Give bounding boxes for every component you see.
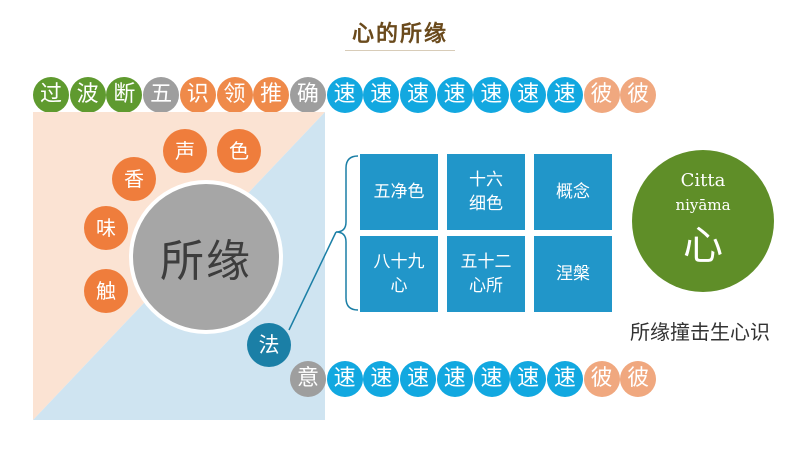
title-underline [345, 50, 455, 51]
process-bead: 识 [179, 77, 216, 113]
process-bead: 推 [253, 77, 290, 113]
process-bead: 速 [363, 361, 400, 397]
process-bead: 速 [473, 361, 510, 397]
process-bead: 速 [436, 361, 473, 397]
process-bead: 领 [216, 77, 253, 113]
sense-smell: 香 [112, 157, 156, 201]
process-bead: 速 [510, 361, 547, 397]
process-bead: 速 [400, 361, 437, 397]
citta-subtitle: niyāma [675, 196, 731, 214]
tile-five-sensitive-matter: 五净色 [360, 154, 438, 230]
process-bead: 速 [546, 361, 583, 397]
process-bead: 确 [289, 77, 326, 113]
tile-sixteen-subtle-matter: 十六 细色 [447, 154, 525, 230]
process-bead: 速 [436, 77, 473, 113]
citta-caption: 所缘撞击生心识 [630, 320, 770, 344]
tile-nibbana: 涅槃 [534, 236, 612, 312]
bracket-line [335, 155, 359, 311]
process-bead: 断 [106, 77, 143, 113]
process-bead: 彼 [583, 361, 620, 397]
sense-touch: 触 [84, 269, 128, 313]
process-bead: 彼 [583, 77, 620, 113]
dhamma-circle: 法 [247, 323, 291, 367]
citta-glyph: 心 [683, 223, 723, 269]
process-bead: 速 [363, 77, 400, 113]
top-process-row: 过波断五识领推确速速速速速速速彼彼 [33, 77, 657, 113]
process-bead: 速 [326, 361, 363, 397]
tile-fifty-two-mental-factors: 五十二 心所 [447, 236, 525, 312]
process-bead: 彼 [620, 77, 657, 113]
process-bead: 速 [473, 77, 510, 113]
citta-niyama-circle: Citta niyāma 心 [632, 150, 774, 292]
process-bead: 速 [510, 77, 547, 113]
process-bead: 意 [290, 361, 326, 397]
dhamma-connector-line [288, 231, 337, 331]
sense-sound: 声 [163, 129, 207, 173]
sense-color: 色 [217, 129, 261, 173]
tile-eighty-nine-minds: 八十九 心 [360, 236, 438, 312]
sense-taste: 味 [84, 206, 128, 250]
process-bead: 速 [400, 77, 436, 113]
process-bead: 五 [143, 77, 180, 113]
citta-title: Citta [680, 170, 726, 191]
process-bead: 速 [546, 77, 583, 113]
process-bead: 彼 [620, 361, 657, 397]
page-title: 心的所缘 [351, 21, 448, 47]
process-bead: 速 [326, 77, 363, 113]
center-object-circle: 所缘 [129, 180, 283, 334]
process-bead: 过 [33, 77, 69, 113]
bottom-process-row: 意速速速速速速速彼彼 [290, 361, 660, 397]
tile-concepts: 概念 [534, 154, 612, 230]
process-bead: 波 [69, 77, 106, 113]
